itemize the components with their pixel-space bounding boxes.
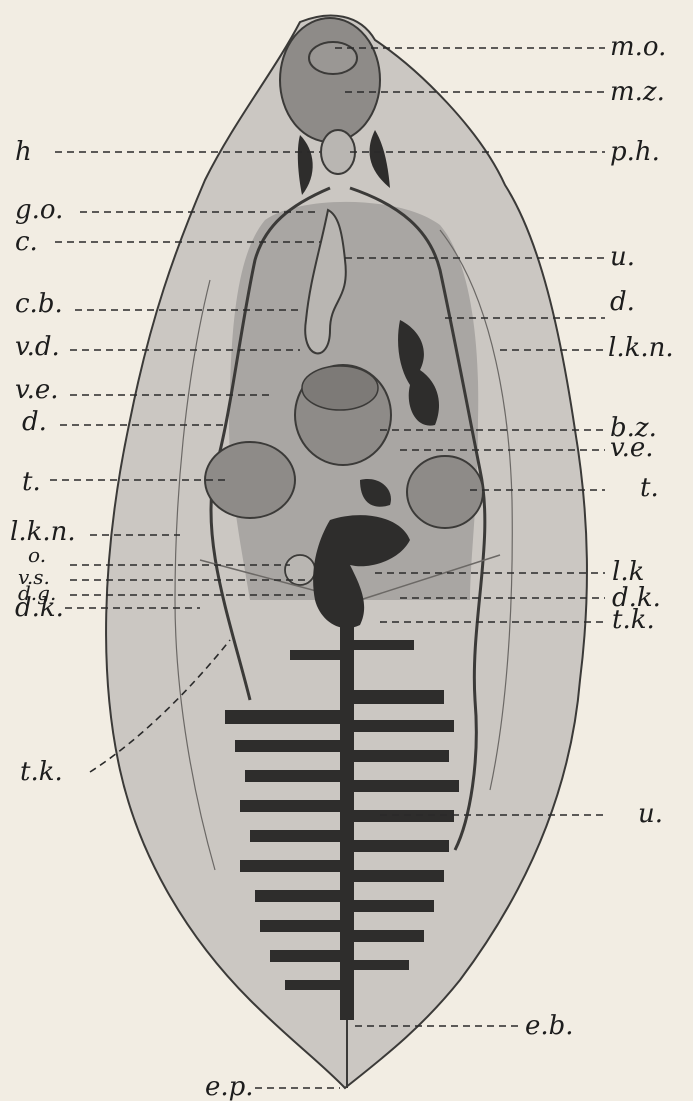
oral-sucker <box>280 18 380 142</box>
label-mz: m.z. <box>610 77 665 107</box>
label-tk-left: t.k. <box>20 757 63 787</box>
label-ve-left: v.e. <box>15 375 59 405</box>
label-ep: e.p. <box>205 1072 254 1101</box>
label-lkn-right: l.k.n. <box>608 333 674 363</box>
label-t-left: t. <box>22 467 41 497</box>
mouth-opening <box>309 42 357 74</box>
ventral-sucker-cap <box>302 366 378 410</box>
label-vd: v.d. <box>15 332 60 362</box>
label-go: g.o. <box>15 195 63 225</box>
label-c: c. <box>15 227 38 257</box>
testis-right <box>407 456 483 528</box>
pharynx <box>321 130 355 174</box>
label-d-left: d. <box>22 407 47 437</box>
label-h: h <box>15 137 32 167</box>
label-o: o. <box>28 543 46 567</box>
label-d-right: d. <box>610 287 635 317</box>
label-cb: c.b. <box>15 289 63 319</box>
label-mo: m.o. <box>610 32 666 62</box>
label-t-right: t. <box>640 473 659 503</box>
label-tk-right: t.k. <box>612 605 655 635</box>
label-dk-left: d.k. <box>15 593 64 623</box>
label-ve-right: v.e. <box>610 433 654 463</box>
label-u-lower: u. <box>638 799 663 829</box>
label-u-upper: u. <box>610 242 635 272</box>
label-eb: e.b. <box>525 1011 574 1041</box>
label-ph: p.h. <box>610 137 660 167</box>
